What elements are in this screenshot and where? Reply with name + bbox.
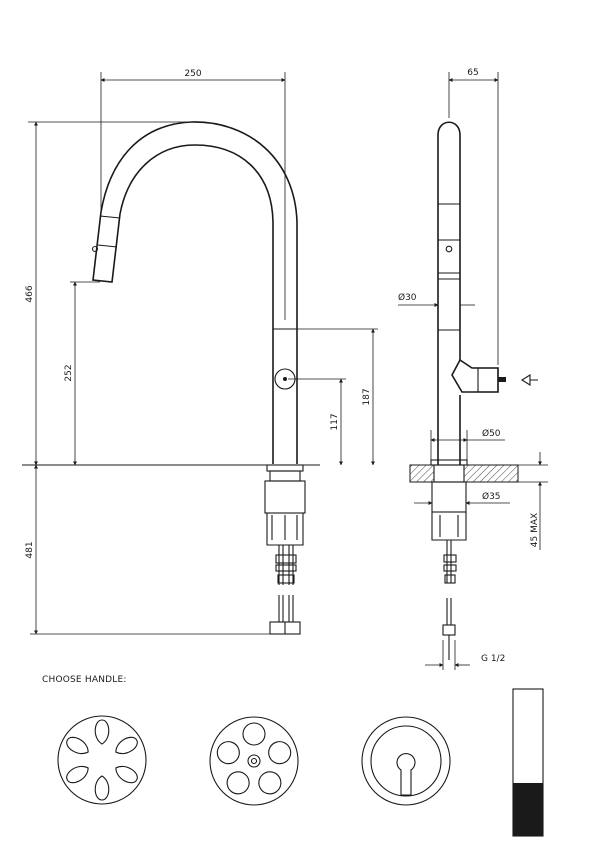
dim-total-height: 466 bbox=[25, 285, 35, 302]
spray-head bbox=[92, 211, 121, 283]
dim-body-joint-height: 187 bbox=[362, 388, 372, 405]
dim-handle-center-height: 117 bbox=[330, 413, 340, 430]
dim-connection: G 1/2 bbox=[481, 654, 505, 664]
front-view: 250 466 252 187 117 481 bbox=[22, 69, 378, 635]
dim-deck-thickness: 45 MAX bbox=[530, 513, 540, 547]
spout-inner bbox=[119, 144, 274, 325]
dim-diameter-body: Ø30 bbox=[398, 292, 417, 303]
choose-handle-title: CHOOSE HANDLE: bbox=[42, 675, 127, 685]
lever-bar-handle[interactable] bbox=[512, 688, 544, 837]
dim-below-deck: 481 bbox=[25, 541, 35, 558]
keyhole-disc-handle[interactable] bbox=[361, 716, 451, 806]
dim-side-offset: 65 bbox=[467, 68, 478, 78]
ring-hole-knob-handle[interactable] bbox=[209, 716, 299, 806]
dim-diameter-base: Ø50 bbox=[482, 428, 501, 439]
petal-knob-handle[interactable] bbox=[57, 715, 147, 805]
dim-spout-reach: 250 bbox=[184, 69, 201, 79]
rotation-arrow-icon bbox=[520, 374, 538, 386]
dim-spout-outlet-height: 252 bbox=[64, 364, 74, 381]
spout-outer bbox=[100, 121, 298, 325]
side-view: 65 Ø30 Ø50 45 MAX Ø35 bbox=[398, 68, 548, 670]
dim-diameter-shank: Ø35 bbox=[482, 491, 501, 502]
